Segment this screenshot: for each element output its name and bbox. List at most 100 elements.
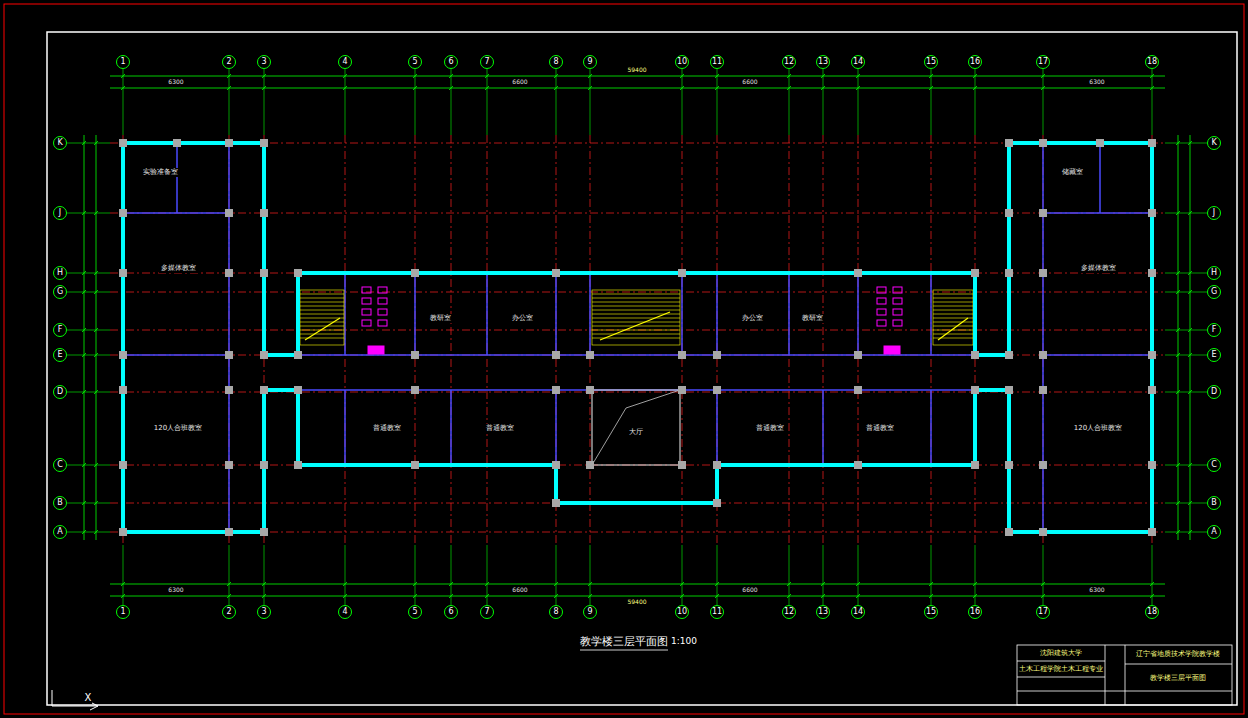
column [411, 269, 419, 277]
axis-number: 12 [784, 58, 794, 66]
column [1005, 528, 1013, 536]
column [225, 269, 233, 277]
room: 办公室 [740, 314, 765, 323]
dimension-tick [1176, 290, 1180, 294]
axis-number: E [57, 351, 62, 359]
dimension-tick [94, 353, 98, 357]
dimension-tick [1188, 463, 1192, 467]
dimension-tick [449, 86, 453, 90]
axis-bubble: 11 [710, 605, 724, 619]
axis-bubble: 12 [782, 605, 796, 619]
axis-leader [67, 503, 110, 504]
axis-leader [345, 69, 346, 135]
room: 普通教室 [754, 424, 786, 433]
column [1148, 461, 1156, 469]
axis-bubble: D [53, 385, 67, 399]
dimension-text: 6300 [167, 586, 184, 594]
axis-number: 16 [970, 58, 980, 66]
axis-leader [1165, 465, 1207, 466]
dimension-tick [821, 86, 825, 90]
column [225, 386, 233, 394]
axis-number: E [1211, 351, 1216, 359]
column [119, 528, 127, 536]
dimension-tick [1176, 463, 1180, 467]
axis-bubble: E [1207, 348, 1221, 362]
ucs-axis-label: X [84, 692, 93, 704]
dimension-tick [82, 328, 86, 332]
dimension-tick [821, 594, 825, 598]
axis-bubble: H [1207, 266, 1221, 280]
axis-leader [1165, 355, 1207, 356]
axis-bubble: 17 [1036, 605, 1050, 619]
axis-number: 17 [1038, 608, 1048, 616]
axis-line [1043, 135, 1044, 545]
axis-bubble: C [1207, 458, 1221, 472]
axis-number: 6 [448, 608, 453, 616]
room-name: 办公室 [742, 314, 763, 323]
axis-bubble: C [53, 458, 67, 472]
dimension-tick [554, 86, 558, 90]
axis-number: A [57, 528, 62, 536]
axis-bubble: 5 [408, 55, 422, 69]
dimension-tick [929, 582, 933, 586]
room: 普通教室 [864, 424, 896, 433]
axis-bubble: 3 [257, 605, 271, 619]
column [260, 269, 268, 277]
axis-bubble: 10 [675, 605, 689, 619]
axis-bubble: B [53, 496, 67, 510]
room-name: 大厅 [629, 428, 643, 437]
dimension-tick [1188, 530, 1192, 534]
axis-leader [67, 532, 110, 533]
dimension-tick [1176, 211, 1180, 215]
room: 120人合班教室 [1072, 424, 1124, 433]
axis-number: 9 [587, 58, 592, 66]
axis-leader [717, 69, 718, 135]
axis-number: 1 [120, 58, 125, 66]
axis-number: A [1211, 528, 1216, 536]
overall-dimension: 59400 [626, 66, 647, 74]
column [971, 386, 979, 394]
axis-number: H [57, 269, 63, 277]
axis-leader [858, 69, 859, 135]
column [260, 351, 268, 359]
dimension-line [96, 135, 97, 540]
dimension-line [1190, 135, 1191, 540]
axis-number: 3 [261, 608, 266, 616]
axis-line [682, 135, 683, 545]
dimension-tick [82, 530, 86, 534]
dimension-tick [262, 594, 266, 598]
axis-number: 11 [712, 608, 722, 616]
axis-leader [975, 69, 976, 135]
dimension-tick [973, 74, 977, 78]
dimension-tick [554, 594, 558, 598]
axis-number: 2 [226, 608, 231, 616]
axis-number: 12 [784, 608, 794, 616]
axis-bubble: 16 [968, 55, 982, 69]
axis-leader [67, 273, 110, 274]
dimension-tick [856, 74, 860, 78]
dimension-tick [82, 271, 86, 275]
dimension-tick [715, 86, 719, 90]
column [1039, 139, 1047, 147]
axis-number: G [57, 288, 63, 296]
dimension-tick [82, 290, 86, 294]
room: 实验准备室 [141, 168, 180, 177]
dimension-tick [715, 594, 719, 598]
axis-leader [67, 292, 110, 293]
axis-bubble: J [1207, 206, 1221, 220]
axis-leader [451, 69, 452, 135]
axis-number: 6 [448, 58, 453, 66]
column [225, 528, 233, 536]
dimension-tick [1176, 141, 1180, 145]
axis-line [345, 135, 346, 545]
dimension-tick [554, 74, 558, 78]
column [225, 209, 233, 217]
column [1039, 209, 1047, 217]
dimension-tick [588, 582, 592, 586]
dimension-tick [227, 74, 231, 78]
axis-bubble: 2 [222, 55, 236, 69]
column [119, 269, 127, 277]
dimension-text: 6300 [167, 78, 184, 86]
dimension-tick [1188, 328, 1192, 332]
axis-number: 7 [484, 608, 489, 616]
